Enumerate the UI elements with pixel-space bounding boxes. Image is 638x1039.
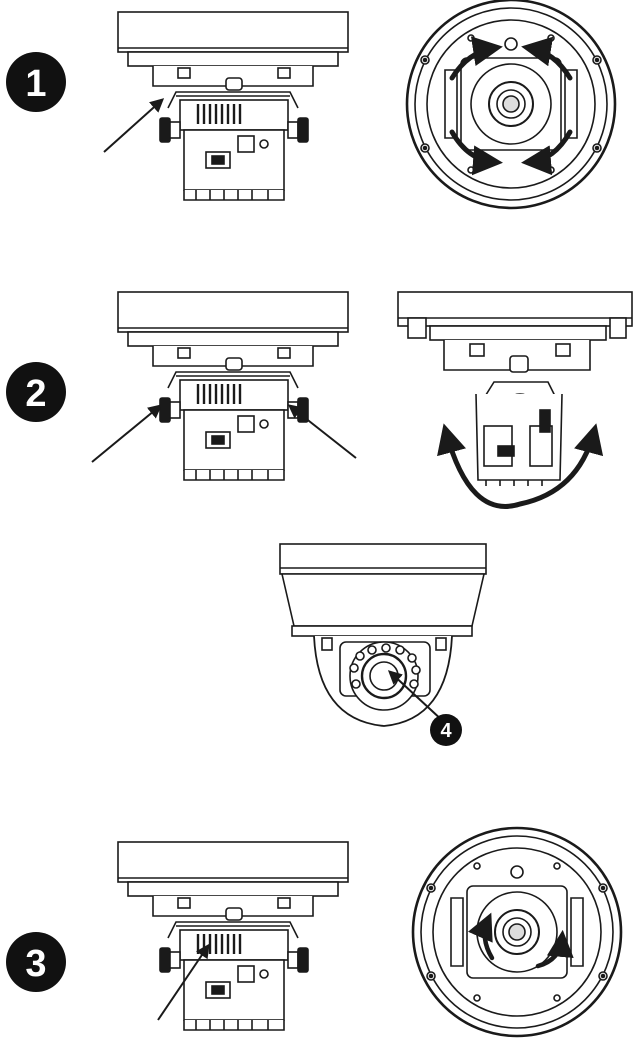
pointer-arrow-2b — [287, 404, 357, 459]
camera-side-view-2 — [116, 290, 350, 482]
step-3-number: 3 — [25, 943, 46, 985]
rotate-arrows-icon — [449, 36, 573, 176]
step-2-group: 2 — [6, 290, 633, 509]
camera-side-view-3 — [116, 840, 350, 1032]
step-2-badge — [6, 362, 66, 422]
callout-4-leader — [387, 670, 445, 723]
tilt-arrow-icon — [437, 423, 604, 509]
pointer-arrow-3 — [157, 943, 210, 1021]
callout-4-badge — [430, 714, 462, 746]
step-1-number: 1 — [25, 63, 46, 105]
step-1-group: 1 — [6, 0, 617, 210]
pointer-arrow-2a — [91, 404, 163, 463]
pointer-arrow-1 — [103, 98, 165, 153]
step-3-badge — [6, 932, 66, 992]
step-1-badge — [6, 52, 66, 112]
dome-assembly-view — [279, 543, 487, 727]
camera-side-view-1 — [116, 10, 350, 202]
dome-top-view-3 — [411, 826, 623, 1038]
lens-rotate-arrows-icon — [467, 912, 574, 969]
step-3-group: 3 — [6, 826, 623, 1038]
dome-top-view-1 — [405, 0, 617, 210]
callout-4-number: 4 — [440, 720, 452, 742]
camera-tilt-view — [397, 291, 633, 486]
step-2-number: 2 — [25, 373, 46, 415]
